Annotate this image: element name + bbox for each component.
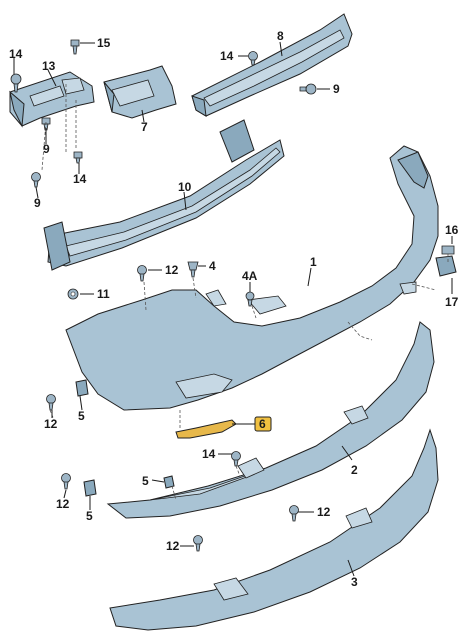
callout-9-lower-left: 9 bbox=[34, 196, 41, 210]
part-12-bolt-bottom bbox=[193, 535, 203, 552]
part-8-carrier bbox=[191, 13, 353, 117]
part-9-screw-right bbox=[299, 83, 317, 95]
part-14-clip-small bbox=[73, 151, 83, 164]
part-11-nut bbox=[67, 288, 79, 300]
callout-9-left: 9 bbox=[43, 142, 50, 156]
callout-5-lower: 5 bbox=[86, 509, 93, 523]
part-7-bracket bbox=[103, 65, 177, 119]
callout-3: 3 bbox=[351, 575, 358, 589]
part-14-screw-upper bbox=[248, 51, 258, 66]
part-13-left-bracket bbox=[9, 71, 95, 128]
callout-4: 4 bbox=[209, 259, 216, 273]
callout-9-right: 9 bbox=[333, 82, 340, 96]
callout-14-upper: 14 bbox=[220, 49, 234, 63]
callout-16: 16 bbox=[445, 223, 459, 237]
callout-labels: 15 14 13 9 14 9 7 8 14 9 10 1 12 4 4A 11… bbox=[9, 29, 459, 589]
part-5-clip-lower bbox=[83, 479, 97, 497]
callout-6-highlight-box bbox=[254, 416, 272, 432]
callout-5-left: 5 bbox=[78, 409, 85, 423]
part-15-clip bbox=[70, 39, 80, 55]
part-12-bolt-left bbox=[46, 394, 56, 411]
callout-5-mid: 5 bbox=[142, 474, 149, 488]
callout-8: 8 bbox=[277, 29, 284, 43]
callout-13: 13 bbox=[42, 59, 56, 73]
callout-12-mid: 12 bbox=[317, 505, 331, 519]
callout-7: 7 bbox=[141, 120, 148, 134]
callout-12-left: 12 bbox=[44, 417, 58, 431]
part-10-impact-beam bbox=[43, 119, 285, 271]
part-16-clip bbox=[441, 245, 455, 255]
callout-12-top: 12 bbox=[165, 263, 179, 277]
part-9-screw-left bbox=[41, 117, 51, 131]
part-5-clip-left bbox=[75, 379, 89, 397]
callout-14-left: 14 bbox=[73, 172, 87, 186]
callout-4a: 4A bbox=[242, 269, 258, 283]
callout-12-lower-left: 12 bbox=[56, 497, 70, 511]
part-2-spoiler bbox=[106, 321, 435, 519]
part-9-screw-lower-left bbox=[31, 172, 41, 188]
part-1-bumper-cover bbox=[65, 145, 439, 411]
part-12-bolt-top bbox=[137, 265, 147, 282]
callout-6: 6 bbox=[259, 417, 266, 431]
leader-lines bbox=[13, 41, 453, 577]
part-14-screw-mid bbox=[231, 451, 241, 467]
part-14-screw-left bbox=[10, 73, 22, 93]
part-17-sensor-holder bbox=[435, 255, 457, 277]
part-6-reflector-strip bbox=[175, 419, 237, 439]
callout-1: 1 bbox=[310, 255, 317, 269]
callout-14-top-left: 14 bbox=[9, 47, 23, 61]
callout-15: 15 bbox=[97, 36, 111, 50]
part-4a-screw bbox=[245, 291, 255, 307]
callout-17: 17 bbox=[445, 295, 459, 309]
callout-14-mid: 14 bbox=[202, 447, 216, 461]
callout-2: 2 bbox=[351, 463, 358, 477]
part-5-clip-mid bbox=[163, 475, 175, 489]
part-12-bolt-mid bbox=[289, 505, 299, 522]
part-3-diffuser bbox=[109, 428, 439, 631]
part-4-screw bbox=[187, 261, 199, 278]
callout-12-bottom: 12 bbox=[166, 539, 180, 553]
part-12-bolt-lower-left bbox=[61, 473, 71, 490]
callout-11: 11 bbox=[97, 287, 110, 301]
callout-10: 10 bbox=[178, 180, 192, 194]
